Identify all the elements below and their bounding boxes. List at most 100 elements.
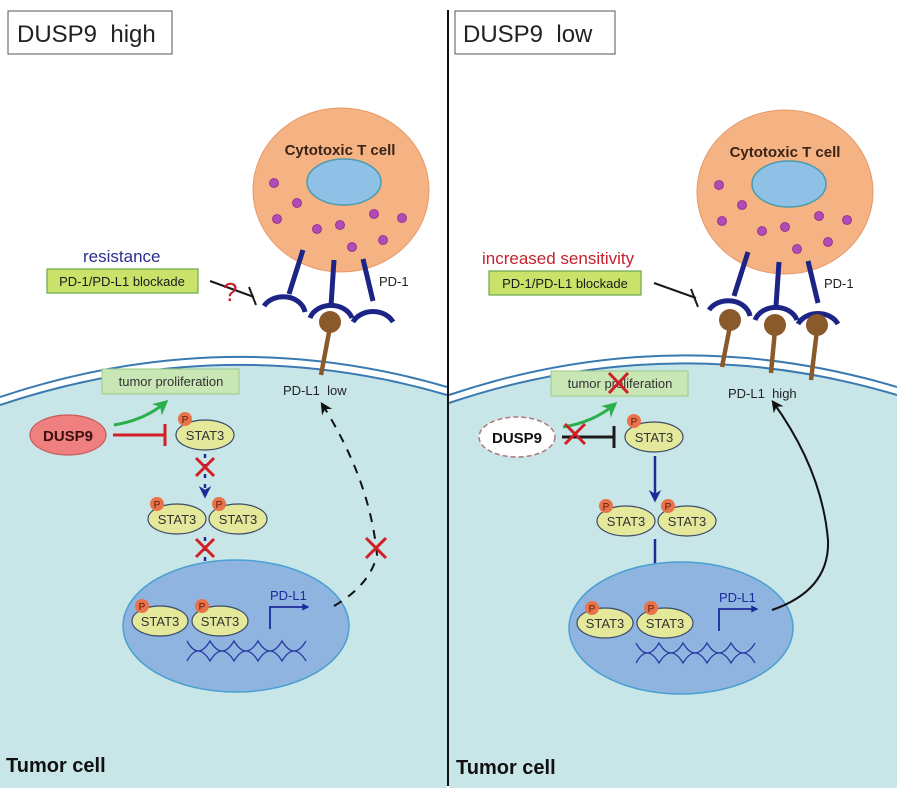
pdl1-stalk xyxy=(808,329,820,381)
pd1-receptor xyxy=(360,258,376,302)
therapy-effect-label: increased sensitivity xyxy=(482,249,635,268)
nuclear-pstat3-dimer: P P STAT3 STAT3 xyxy=(576,601,694,639)
pd1-label: PD-1 xyxy=(379,274,409,289)
pdl1-ligand xyxy=(318,311,341,376)
phospho-label: P xyxy=(665,502,672,513)
blockade-label: PD-1/PD-L1 blockade xyxy=(502,276,628,291)
stat3-label: STAT3 xyxy=(141,614,180,629)
phospho-group xyxy=(585,601,599,615)
blockade-label: PD-1/PD-L1 blockade xyxy=(59,274,185,289)
panel-dusp9-low: DUSP9 low Cytotoxic T cell xyxy=(448,10,897,788)
dna-helix xyxy=(186,639,307,663)
pdl1-head xyxy=(764,314,786,336)
granule xyxy=(269,178,279,188)
pdl1-head xyxy=(806,314,828,336)
phospho-label: P xyxy=(648,604,655,615)
pstat3-dimer: P P STAT3 STAT3 xyxy=(596,499,717,537)
uncertain-question-mark: ? xyxy=(223,277,237,307)
tumor-proliferation-box xyxy=(101,368,240,395)
proliferation-blocked-x-icon xyxy=(607,371,630,395)
gene-pdl1-label: PD-L1 xyxy=(270,588,307,603)
t-cell-nucleus xyxy=(751,160,827,208)
pd1-receptor xyxy=(328,259,337,307)
blockade-box xyxy=(46,268,199,294)
pd1-receptor-cup xyxy=(752,304,800,322)
granule xyxy=(397,213,407,223)
pstat3-dimer: P P STAT3 STAT3 xyxy=(147,497,268,535)
stat3-node xyxy=(576,607,634,639)
stat3-label: STAT3 xyxy=(646,616,685,631)
granule xyxy=(757,226,767,236)
granule xyxy=(335,220,345,230)
phospho-group xyxy=(135,599,149,613)
nuclear-pstat3-dimer: P P STAT3 STAT3 xyxy=(131,599,249,637)
tumor-cell-membrane-inner xyxy=(0,363,448,406)
phospho-group xyxy=(178,412,192,426)
granule xyxy=(714,180,724,190)
phospho-group xyxy=(644,601,658,615)
pstat3-monomer: P STAT3 xyxy=(175,412,235,451)
pd1-receptors xyxy=(261,249,396,324)
tumor-cell-membrane xyxy=(0,355,448,398)
phospho-label: P xyxy=(589,604,596,615)
stat3-label: STAT3 xyxy=(635,430,674,445)
stat3-node xyxy=(657,505,717,537)
stat3-label: STAT3 xyxy=(668,514,707,529)
cytotoxic-granules xyxy=(269,178,407,252)
dusp9-label: DUSP9 xyxy=(492,430,542,447)
granule xyxy=(780,222,790,232)
gene-promoter-arrow xyxy=(269,603,310,629)
t-cell-label: Cytotoxic T cell xyxy=(285,142,396,159)
phospho-group xyxy=(599,499,613,513)
dusp9-promotes-proliferation-arrow xyxy=(113,400,169,427)
blockade-inhibition-arrow xyxy=(653,282,699,308)
stat3-node xyxy=(624,421,684,453)
granule xyxy=(272,214,282,224)
panel-title: DUSP9 high xyxy=(17,21,156,48)
pdl1-stalk xyxy=(768,329,778,374)
stat3-label: STAT3 xyxy=(607,514,646,529)
phospho-group xyxy=(627,414,641,428)
stat3-node xyxy=(147,503,207,535)
tumor-cell-label: Tumor cell xyxy=(6,755,106,777)
t-cell-label: Cytotoxic T cell xyxy=(730,144,841,161)
pd1-receptor-cup xyxy=(350,309,396,324)
pdl1-surface-label: PD-L1 high xyxy=(728,386,797,401)
tumor-cell-membrane xyxy=(448,354,897,396)
pd1-receptor-cup xyxy=(706,298,753,317)
stat3-node xyxy=(175,419,235,451)
dusp9-node xyxy=(29,414,107,456)
granule xyxy=(378,235,388,245)
granule xyxy=(823,237,833,247)
pd1-receptor-cup xyxy=(795,311,841,326)
phospho-label: P xyxy=(182,415,189,426)
stat3-node xyxy=(208,503,268,535)
pd1-receptor-cup xyxy=(261,294,308,313)
t-cell-nucleus xyxy=(306,158,382,206)
pd1-label: PD-1 xyxy=(824,276,854,291)
phospho-label: P xyxy=(154,500,161,511)
panel-title: DUSP9 low xyxy=(463,21,593,48)
phospho-label: P xyxy=(631,417,638,428)
dusp9-node-lost xyxy=(478,416,556,458)
granule xyxy=(814,211,824,221)
pd1-receptor-cup xyxy=(307,302,355,320)
cytotoxic-granules xyxy=(714,180,852,254)
block-x-icon xyxy=(364,536,388,560)
granule xyxy=(842,215,852,225)
stat3-node xyxy=(596,505,656,537)
block-x-icon xyxy=(194,456,216,478)
panel-title-box xyxy=(454,10,616,55)
panel-dusp9-high: DUSP9 high Cytotoxic T cell xyxy=(0,10,448,788)
pdl1-surface-label: PD-L1 low xyxy=(283,383,347,398)
stat3-label: STAT3 xyxy=(586,616,625,631)
blockade-box xyxy=(488,270,642,296)
gene-pdl1-label: PD-L1 xyxy=(719,590,756,605)
stat3-node xyxy=(131,605,189,637)
therapy-effect-label: resistance xyxy=(83,247,160,266)
stat3-node xyxy=(636,607,694,639)
block-x-icon xyxy=(194,537,216,559)
cytotoxic-t-cell: Cytotoxic T cell xyxy=(252,107,430,273)
blockade-inhibition-arrow xyxy=(209,280,257,306)
